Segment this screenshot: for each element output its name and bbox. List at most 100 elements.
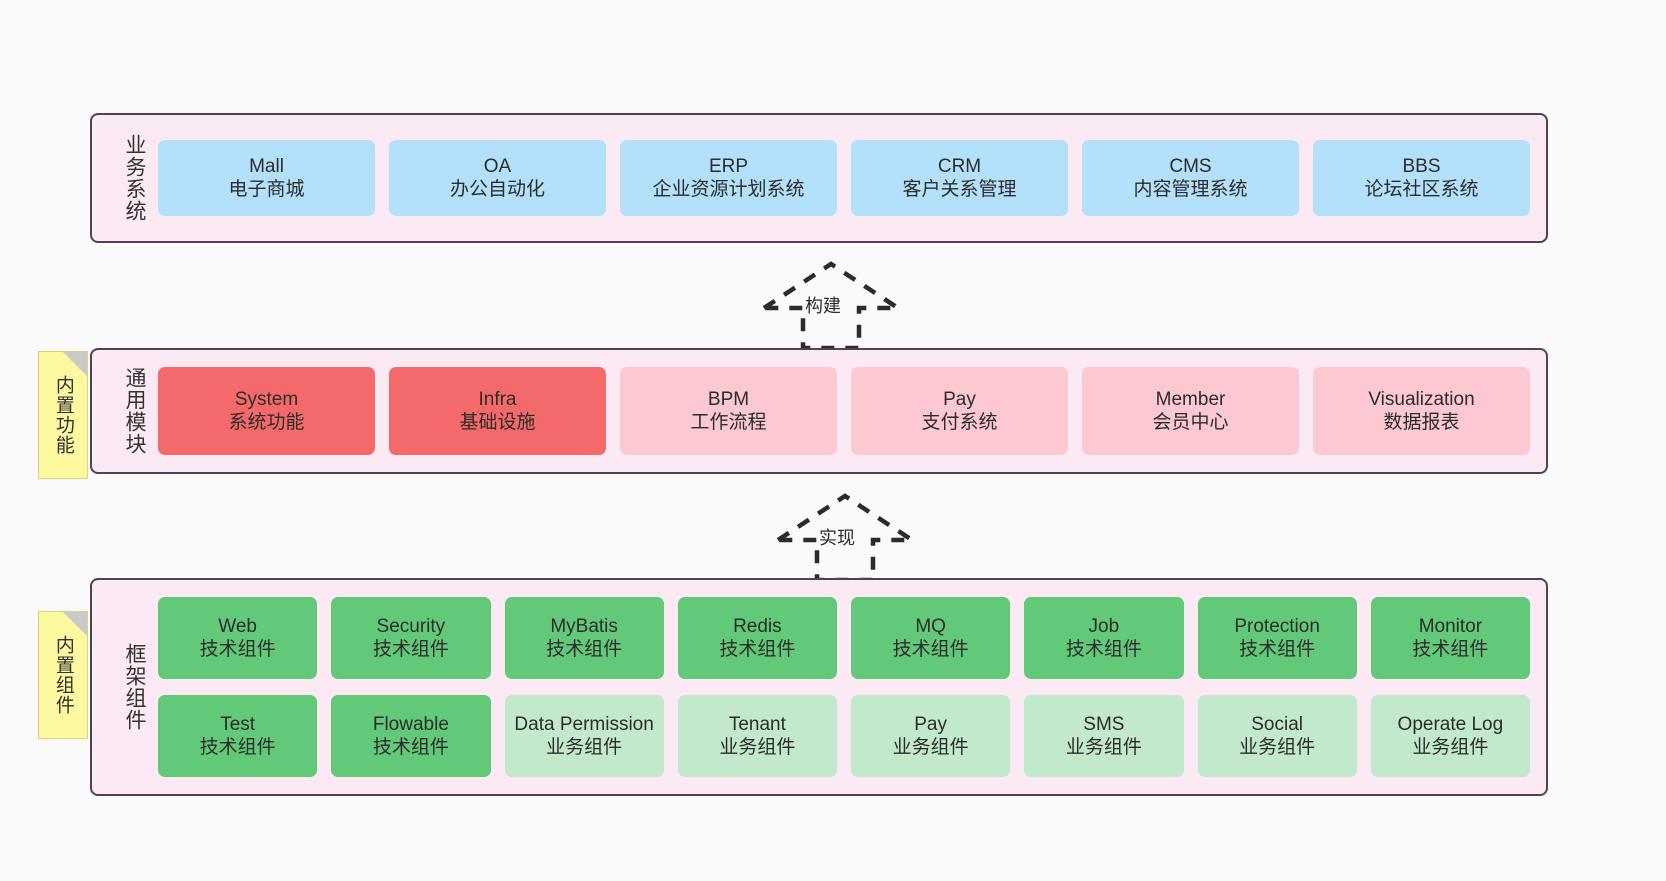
card-job-desc: 技术组件 bbox=[1065, 639, 1142, 660]
card-social-name: Social bbox=[1251, 713, 1303, 735]
card-protection-desc: 技术组件 bbox=[1239, 639, 1316, 660]
card-redis[interactable]: Redis 技术组件 bbox=[677, 597, 837, 679]
card-security-name: Security bbox=[376, 615, 446, 637]
connector-implement-arrow bbox=[770, 493, 920, 583]
card-crm-desc: 客户关系管理 bbox=[902, 179, 1017, 200]
card-mybatis[interactable]: MyBatis 技术组件 bbox=[504, 597, 664, 679]
card-mall-desc: 电子商城 bbox=[228, 179, 305, 200]
card-test[interactable]: Test 技术组件 bbox=[158, 695, 318, 777]
modules-card-list: System 系统功能 Infra 基础设施 BPM 工作流程 Pay 支付系统… bbox=[146, 350, 1546, 472]
card-pay-component-desc: 业务组件 bbox=[892, 737, 969, 758]
card-erp-name: ERP bbox=[708, 155, 749, 177]
card-data-permission[interactable]: Data Permission 业务组件 bbox=[504, 695, 664, 777]
card-sms-desc: 业务组件 bbox=[1065, 737, 1142, 758]
card-security-desc: 技术组件 bbox=[372, 639, 449, 660]
card-pay-module[interactable]: Pay 支付系统 bbox=[851, 367, 1068, 455]
card-crm[interactable]: CRM 客户关系管理 bbox=[851, 140, 1068, 216]
card-pay-module-name: Pay bbox=[943, 388, 976, 410]
card-cms[interactable]: CMS 内容管理系统 bbox=[1082, 140, 1299, 216]
card-crm-name: CRM bbox=[937, 155, 982, 177]
card-bbs-desc: 论坛社区系统 bbox=[1364, 179, 1479, 200]
card-mq-desc: 技术组件 bbox=[892, 639, 969, 660]
card-job[interactable]: Job 技术组件 bbox=[1024, 597, 1184, 679]
card-flowable[interactable]: Flowable 技术组件 bbox=[331, 695, 491, 777]
card-monitor-name: Monitor bbox=[1418, 615, 1483, 637]
card-protection-name: Protection bbox=[1234, 615, 1320, 637]
note-builtin-component: 内置组件 bbox=[38, 611, 88, 739]
layer-framework-title: 框架组件 bbox=[123, 643, 146, 731]
card-bpm[interactable]: BPM 工作流程 bbox=[620, 367, 837, 455]
connector-build-arrow bbox=[756, 261, 906, 351]
card-operate-log-name: Operate Log bbox=[1397, 713, 1504, 735]
card-system-name: System bbox=[234, 388, 299, 410]
card-member-desc: 会员中心 bbox=[1152, 412, 1229, 433]
note-fold-icon bbox=[63, 612, 87, 636]
framework-row-1: Web 技术组件 Security 技术组件 MyBatis 技术组件 Redi… bbox=[158, 597, 1530, 679]
card-bbs[interactable]: BBS 论坛社区系统 bbox=[1313, 140, 1530, 216]
card-sms[interactable]: SMS 业务组件 bbox=[1024, 695, 1184, 777]
card-cms-name: CMS bbox=[1169, 155, 1212, 177]
card-mq-name: MQ bbox=[915, 615, 946, 637]
card-erp[interactable]: ERP 企业资源计划系统 bbox=[620, 140, 837, 216]
card-pay-module-desc: 支付系统 bbox=[921, 412, 998, 433]
note-builtin-component-label: 内置组件 bbox=[52, 635, 74, 715]
card-oa-desc: 办公自动化 bbox=[449, 179, 545, 200]
card-test-name: Test bbox=[220, 713, 256, 735]
card-mall[interactable]: Mall 电子商城 bbox=[158, 140, 375, 216]
card-pay-component-name: Pay bbox=[914, 713, 947, 735]
card-member-name: Member bbox=[1155, 388, 1226, 410]
connector-implement: 实现 bbox=[770, 490, 920, 583]
card-test-desc: 技术组件 bbox=[199, 737, 276, 758]
card-infra-name: Infra bbox=[478, 388, 517, 410]
card-social-desc: 业务组件 bbox=[1239, 737, 1316, 758]
card-tenant-desc: 业务组件 bbox=[719, 737, 796, 758]
card-visualization-name: Visualization bbox=[1368, 388, 1475, 410]
card-visualization-desc: 数据报表 bbox=[1383, 412, 1460, 433]
note-fold-icon bbox=[63, 352, 87, 376]
card-monitor-desc: 技术组件 bbox=[1412, 639, 1489, 660]
card-data-permission-desc: 业务组件 bbox=[546, 737, 623, 758]
card-oa-name: OA bbox=[483, 155, 512, 177]
card-monitor[interactable]: Monitor 技术组件 bbox=[1370, 597, 1530, 679]
framework-card-grid: Web 技术组件 Security 技术组件 MyBatis 技术组件 Redi… bbox=[146, 580, 1546, 794]
card-security[interactable]: Security 技术组件 bbox=[331, 597, 491, 679]
card-redis-desc: 技术组件 bbox=[719, 639, 796, 660]
layer-framework-components: 框架组件 Web 技术组件 Security 技术组件 MyBatis 技术组件… bbox=[90, 578, 1548, 796]
card-mybatis-desc: 技术组件 bbox=[546, 639, 623, 660]
card-operate-log[interactable]: Operate Log 业务组件 bbox=[1370, 695, 1530, 777]
card-visualization[interactable]: Visualization 数据报表 bbox=[1313, 367, 1530, 455]
card-web[interactable]: Web 技术组件 bbox=[158, 597, 318, 679]
card-bpm-desc: 工作流程 bbox=[690, 412, 767, 433]
card-bpm-name: BPM bbox=[707, 388, 750, 410]
card-infra-desc: 基础设施 bbox=[459, 412, 536, 433]
card-redis-name: Redis bbox=[733, 615, 782, 637]
connector-implement-label: 实现 bbox=[817, 524, 857, 550]
layer-business-system: 业务系统 Mall 电子商城 OA 办公自动化 ERP 企业资源计划系统 CRM… bbox=[90, 113, 1548, 243]
card-flowable-name: Flowable bbox=[372, 713, 449, 735]
layer-modules-title: 通用模块 bbox=[123, 367, 146, 455]
layer-common-modules: 通用模块 System 系统功能 Infra 基础设施 BPM 工作流程 Pay… bbox=[90, 348, 1548, 474]
card-bbs-name: BBS bbox=[1402, 155, 1441, 177]
card-operate-log-desc: 业务组件 bbox=[1412, 737, 1489, 758]
card-oa[interactable]: OA 办公自动化 bbox=[389, 140, 606, 216]
card-mall-name: Mall bbox=[249, 155, 284, 177]
card-pay-component[interactable]: Pay 业务组件 bbox=[851, 695, 1011, 777]
card-protection[interactable]: Protection 技术组件 bbox=[1197, 597, 1357, 679]
business-card-list: Mall 电子商城 OA 办公自动化 ERP 企业资源计划系统 CRM 客户关系… bbox=[146, 115, 1546, 241]
card-data-permission-name: Data Permission bbox=[514, 713, 654, 735]
card-member[interactable]: Member 会员中心 bbox=[1082, 367, 1299, 455]
card-infra[interactable]: Infra 基础设施 bbox=[389, 367, 606, 455]
card-web-name: Web bbox=[218, 615, 257, 637]
card-system[interactable]: System 系统功能 bbox=[158, 367, 375, 455]
connector-build: 构建 bbox=[756, 258, 906, 351]
card-system-desc: 系统功能 bbox=[228, 412, 305, 433]
layer-business-title: 业务系统 bbox=[123, 134, 146, 222]
card-social[interactable]: Social 业务组件 bbox=[1197, 695, 1357, 777]
card-mybatis-name: MyBatis bbox=[550, 615, 618, 637]
card-job-name: Job bbox=[1088, 615, 1120, 637]
card-mq[interactable]: MQ 技术组件 bbox=[851, 597, 1011, 679]
card-web-desc: 技术组件 bbox=[199, 639, 276, 660]
card-erp-desc: 企业资源计划系统 bbox=[652, 179, 805, 200]
card-tenant[interactable]: Tenant 业务组件 bbox=[677, 695, 837, 777]
